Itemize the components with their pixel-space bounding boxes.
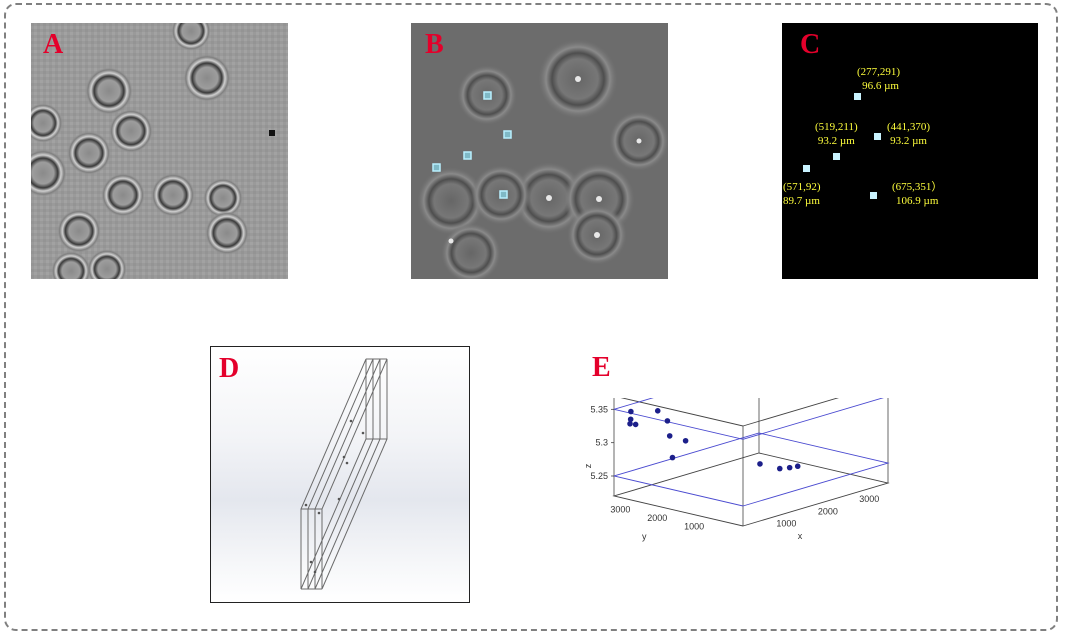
z-plane-1: [612, 432, 890, 507]
annotation-1-coord: (277,291): [857, 66, 901, 78]
scatter-point-12: [786, 464, 793, 471]
panel-b-bright-spots: [448, 76, 642, 244]
scatter-point-1: [628, 408, 634, 415]
x-tick-label-1: 1000: [776, 519, 796, 529]
z-plane-2: [612, 398, 884, 440]
panel-a-hologram: A: [31, 23, 288, 279]
scatter-point-5: [654, 408, 661, 414]
particle-marker-4: [803, 165, 810, 172]
annotation-1-size: 96.6 µm: [862, 80, 899, 92]
annotation-4-size: 89.7 µm: [783, 195, 820, 207]
annotation-4: (571,92) 89.7 µm: [783, 180, 821, 208]
scatter-point-11: [776, 465, 783, 472]
panel-b-reconstruction: B: [411, 23, 668, 279]
y-tick-label-1: 3000: [610, 504, 630, 514]
panel-a-label: A: [43, 29, 64, 60]
scatter-plot: 5.355.35.25×10⁴z300020001000y10002000300…: [583, 398, 890, 542]
annotation-2-coord: (519,211): [815, 121, 858, 133]
scatter-point-2: [627, 416, 634, 423]
annotation-5-coord: (675,351）: [892, 181, 943, 193]
scatter-point-8: [682, 437, 689, 444]
scatter-point-3: [627, 420, 633, 427]
particle-marker-2: [874, 133, 881, 140]
panel-e-label: E: [592, 352, 611, 383]
x-tick-label-2: 2000: [818, 506, 838, 516]
annotation-1: (277,291) 96.6 µm: [857, 65, 900, 93]
panel-b-image: [411, 23, 668, 279]
scatter-point-9: [669, 454, 676, 461]
particle-marker-3: [833, 153, 840, 160]
panel-a-dark-spot: [269, 130, 275, 136]
x-axis-label: x: [798, 531, 803, 541]
panel-c-label: C: [800, 29, 821, 60]
panel-b-label: B: [425, 29, 444, 60]
z-tick-label-3: 5.25: [590, 471, 608, 481]
scatter-point-10: [757, 461, 763, 467]
annotation-3: (441,370) 93.2 µm: [887, 120, 930, 148]
y-axis-label: y: [642, 532, 647, 542]
z-tick-label-2: 5.3: [595, 438, 608, 448]
annotation-5: (675,351） 106.9 µm: [892, 180, 942, 208]
panel-a-image: [31, 23, 288, 279]
panel-b-markers: [432, 91, 512, 199]
x-tick-label-3: 3000: [859, 494, 879, 504]
panel-c-detection: C (277,291) 96.6 µm (519,211) 93.2 µm (4…: [782, 23, 1038, 279]
panel-d-label: D: [219, 353, 240, 384]
particle-marker-5: [870, 192, 877, 199]
panel-d-3d-model: D: [210, 346, 470, 603]
scatter-point-13: [794, 463, 801, 470]
scatter-point-7: [666, 433, 673, 439]
box-top: [620, 398, 840, 427]
z-axis-label: z: [583, 463, 593, 468]
scatter-point-4: [632, 421, 639, 428]
annotation-2: (519,211) 93.2 µm: [815, 120, 858, 148]
particle-marker-1: [854, 93, 861, 100]
annotation-3-size: 93.2 µm: [890, 135, 927, 147]
annotation-3-coord: (441,370): [887, 121, 931, 133]
annotation-4-coord: (571,92): [783, 181, 821, 193]
y-tick-label-2: 2000: [647, 513, 667, 523]
panel-d-model-render: [211, 347, 469, 602]
z-tick-label-1: 5.35: [590, 404, 608, 414]
scatter-point-6: [664, 418, 671, 424]
annotation-2-size: 93.2 µm: [817, 135, 855, 147]
channel-frame: [300, 358, 388, 590]
panel-e-3d-scatter: 5.355.35.25×10⁴z300020001000y10002000300…: [583, 398, 898, 553]
y-tick-label-3: 1000: [684, 521, 704, 531]
panel-a-rings: [31, 23, 249, 279]
annotation-5-size: 106.9 µm: [896, 195, 939, 207]
channel-particles: [304, 419, 365, 574]
dashed-frame: [4, 3, 1058, 631]
